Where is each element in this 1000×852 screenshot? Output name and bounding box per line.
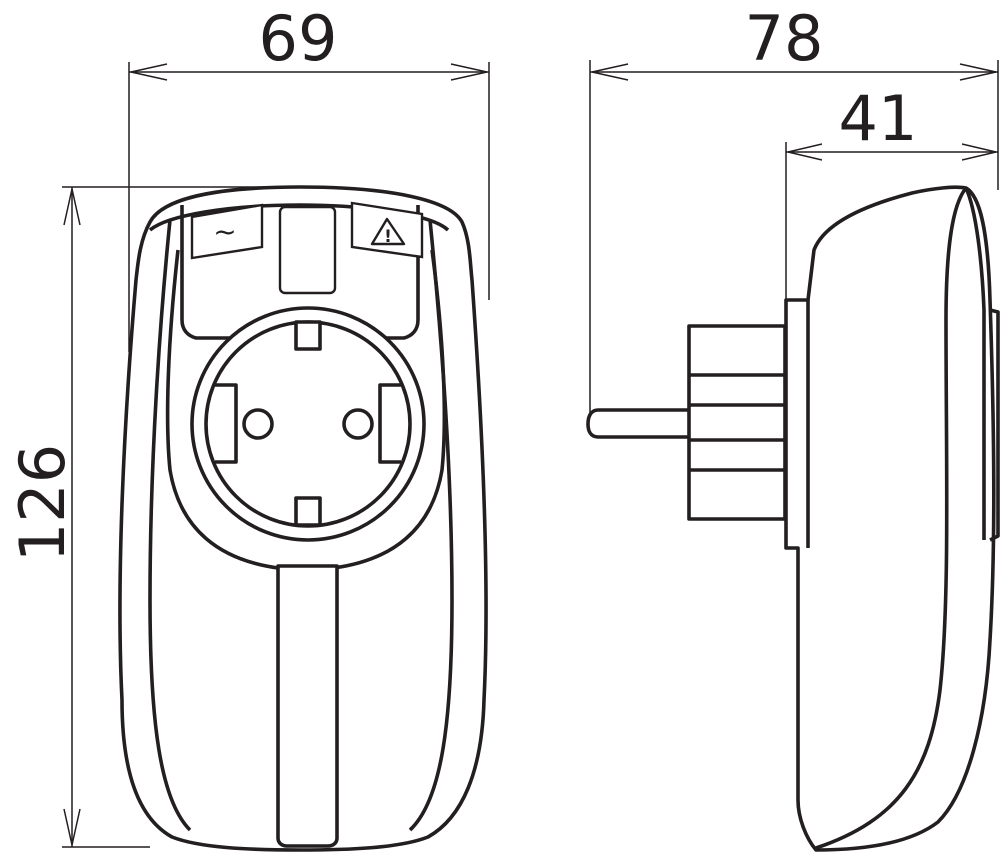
warning-triangle-icon [370, 217, 406, 246]
dimension-height: 126 [6, 186, 318, 848]
warning-symbol: ! [384, 227, 392, 247]
pin-hole-right [342, 408, 374, 440]
earth-clip-top [294, 320, 322, 351]
power-indicator: ~ [190, 203, 264, 260]
center-indicator-window [278, 205, 337, 295]
dimension-depth-body-label: 41 [839, 82, 918, 155]
dimension-width-label: 69 [259, 2, 338, 75]
side-housing-rear [964, 187, 986, 540]
socket-flat-right [378, 383, 401, 464]
front-housing-inner-edge [148, 219, 192, 832]
pin-hole-left [242, 408, 274, 440]
dimension-depth-total: 78 [589, 2, 999, 420]
plug-insulator [687, 324, 787, 521]
front-view: ~ ! [118, 185, 488, 852]
power-indicator-lens [190, 203, 264, 260]
socket-flat-left [215, 383, 238, 464]
side-view [586, 185, 1000, 852]
dimension-width: 69 [128, 2, 490, 352]
power-symbol: ~ [213, 215, 236, 248]
dimension-depth-total-label: 78 [745, 2, 824, 75]
warning-indicator: ! [350, 201, 424, 259]
side-housing [784, 185, 996, 852]
lower-groove [276, 564, 339, 848]
side-housing-inner [815, 186, 968, 850]
dimension-height-label: 126 [6, 444, 79, 562]
plug-pin [586, 408, 690, 439]
dimension-depth-body: 41 [785, 82, 998, 300]
side-rear-edge [989, 308, 1000, 542]
earth-clip-bottom [294, 496, 322, 527]
